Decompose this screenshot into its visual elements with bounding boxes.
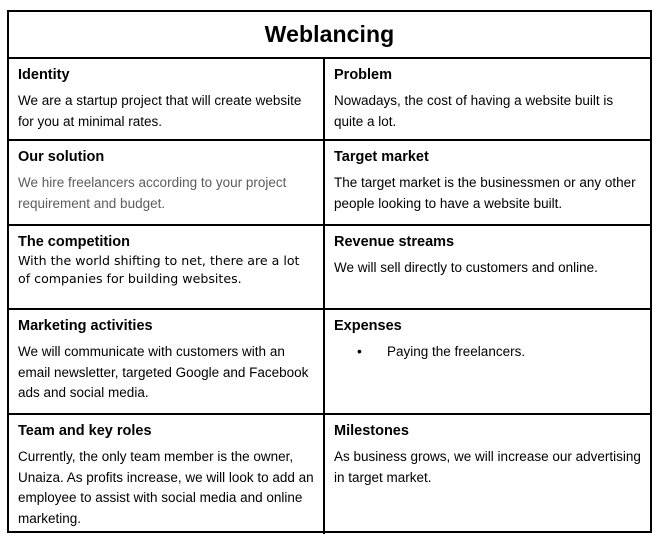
business-model-canvas-table: Weblancing Identity We are a startup pro… — [7, 10, 652, 535]
table-row: Our solution We hire freelancers accordi… — [9, 141, 650, 226]
cell-heading-expenses: Expenses — [334, 318, 402, 334]
cell-body-the-competition: With the world shifting to net, there ar… — [18, 253, 300, 287]
table-row: Team and key roles Currently, the only t… — [9, 415, 650, 535]
cell-marketing-activities: Marketing activities We will communicate… — [9, 310, 325, 413]
cell-heading-revenue-streams: Revenue streams — [334, 234, 455, 250]
cell-heading-team-and-key-roles: Team and key roles — [18, 423, 152, 439]
page-title: Weblancing — [264, 21, 395, 47]
cell-body-identity: We are a startup project that will creat… — [18, 93, 302, 129]
cell-heading-milestones: Milestones — [334, 423, 409, 439]
cell-the-competition: The competition With the world shifting … — [9, 226, 325, 308]
cell-milestones: Milestones As business grows, we will in… — [325, 415, 650, 534]
table-row: Marketing activities We will communicate… — [9, 310, 650, 415]
cell-our-solution: Our solution We hire freelancers accordi… — [9, 141, 325, 224]
cell-body-problem: Nowadays, the cost of having a website b… — [334, 93, 614, 129]
cell-body-team-and-key-roles: Currently, the only team member is the o… — [18, 449, 314, 526]
cell-body-our-solution: We hire freelancers according to your pr… — [18, 175, 287, 211]
cell-team-and-key-roles: Team and key roles Currently, the only t… — [9, 415, 325, 535]
cell-heading-marketing-activities: Marketing activities — [18, 318, 153, 334]
table-row: The competition With the world shifting … — [9, 226, 650, 310]
cell-body-milestones: As business grows, we will increase our … — [334, 449, 641, 485]
table-row: Identity We are a startup project that w… — [9, 59, 650, 141]
cell-heading-our-solution: Our solution — [18, 149, 105, 165]
cell-expenses: Expenses Paying the freelancers. — [325, 310, 650, 413]
expenses-bullet-list: Paying the freelancers. — [334, 341, 641, 363]
cell-heading-identity: Identity — [18, 67, 70, 83]
cell-identity: Identity We are a startup project that w… — [9, 59, 325, 139]
cell-heading-problem: Problem — [334, 67, 393, 83]
list-item: Paying the freelancers. — [334, 341, 641, 363]
cell-heading-target-market: Target market — [334, 149, 429, 165]
cell-body-revenue-streams: We will sell directly to customers and o… — [334, 260, 598, 276]
cell-revenue-streams: Revenue streams We will sell directly to… — [325, 226, 650, 308]
cell-heading-the-competition: The competition — [18, 234, 130, 250]
cell-body-target-market: The target market is the businessmen or … — [334, 175, 636, 211]
cell-body-marketing-activities: We will communicate with customers with … — [18, 344, 309, 401]
title-band: Weblancing — [9, 12, 650, 59]
cell-target-market: Target market The target market is the b… — [325, 141, 650, 224]
cell-problem: Problem Nowadays, the cost of having a w… — [325, 59, 650, 139]
